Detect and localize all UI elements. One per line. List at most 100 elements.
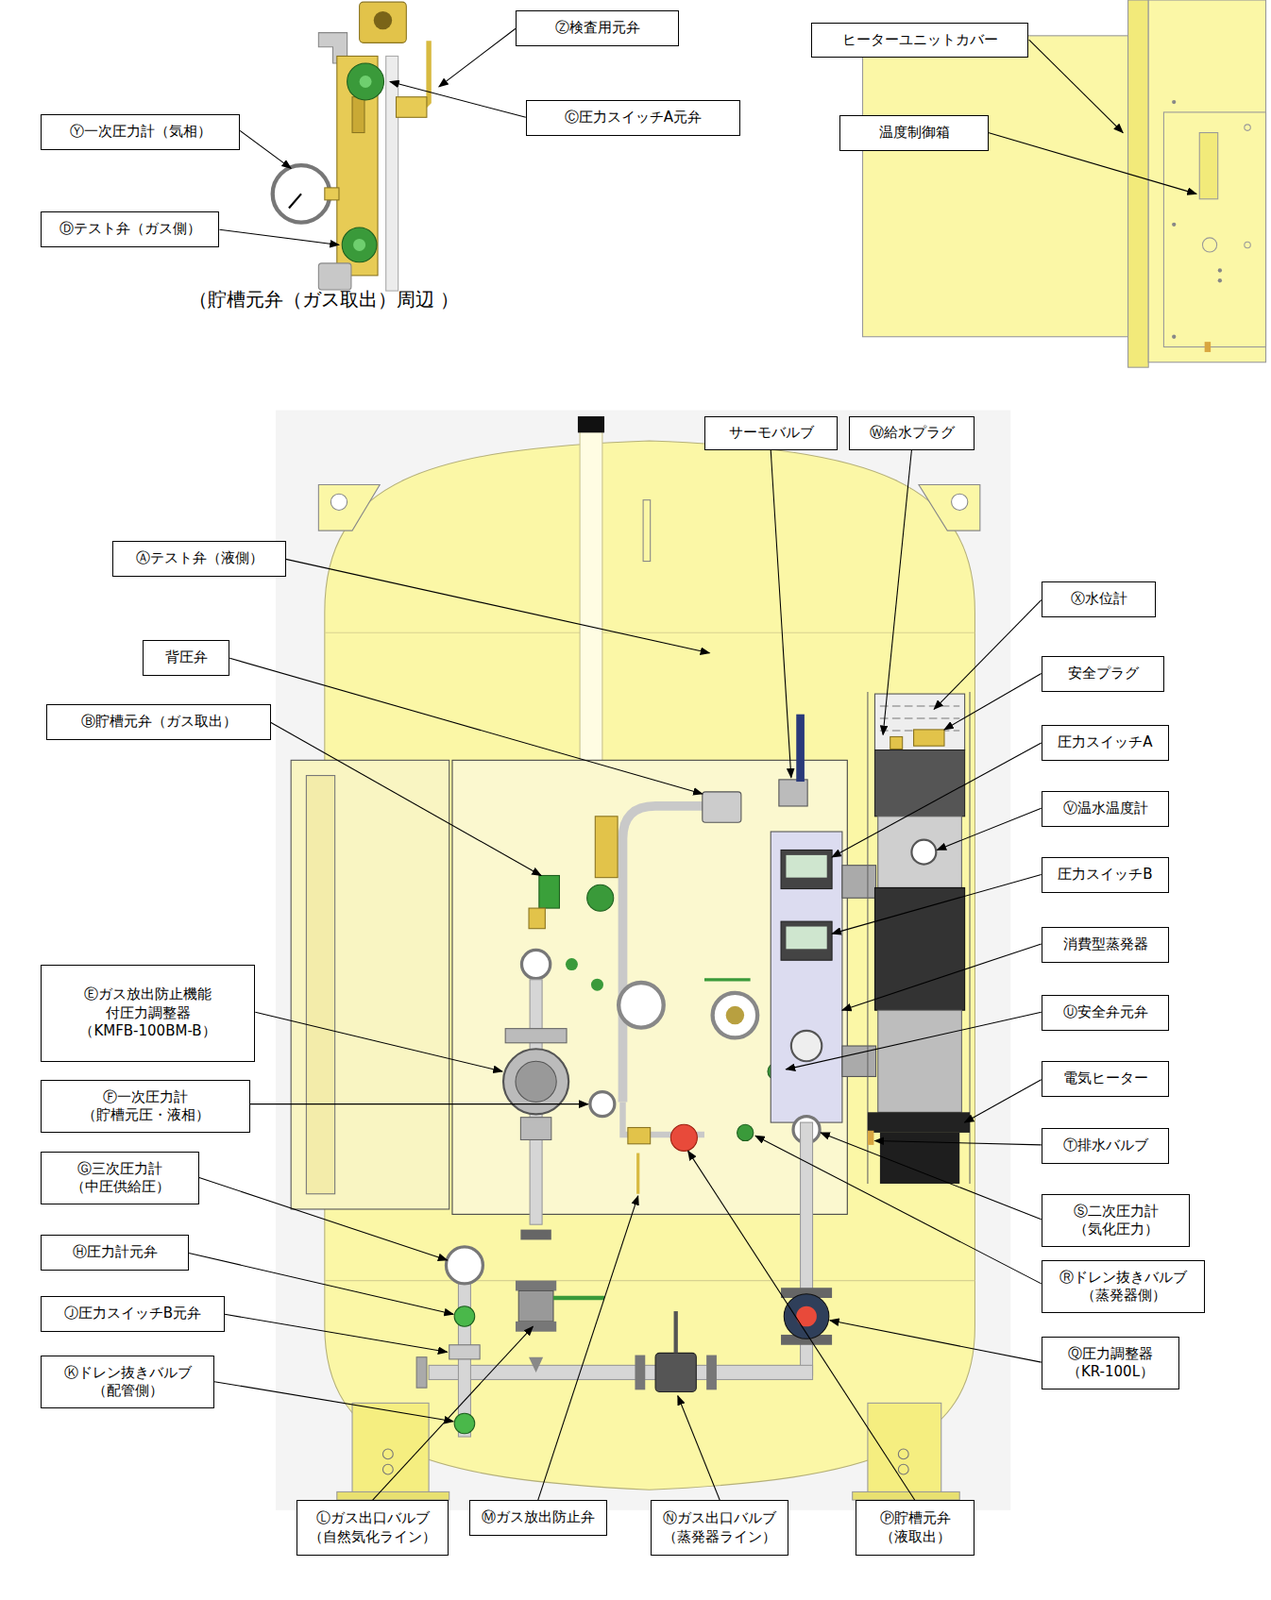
callout-box: 電気ヒーター <box>1041 1061 1170 1098</box>
callout-box: Ⓗ圧力計元弁 <box>40 1235 189 1271</box>
callout-box: Ⓑ貯槽元弁（ガス取出） <box>46 704 272 741</box>
callout-box: Ⓝガス出口バルブ （蒸発器ライン） <box>650 1500 789 1557</box>
callout-box: 背圧弁 <box>142 640 230 677</box>
heater-cover-part <box>1244 241 1251 248</box>
leader-lines-part <box>755 1135 1042 1285</box>
callout-box: Ⓤ安全弁元弁 <box>1041 995 1170 1032</box>
leader-lines-part <box>874 1141 1041 1146</box>
control-cabinet-part <box>702 792 742 823</box>
evaporator-part <box>780 921 832 961</box>
leader-lines-part <box>944 673 1042 729</box>
valve-detail <box>272 1 429 291</box>
piping-part <box>515 1281 557 1292</box>
piping-part <box>796 1306 817 1328</box>
leader-lines-part <box>933 600 1042 711</box>
leader-lines-part <box>224 1314 448 1353</box>
leader-lines-part <box>239 130 291 169</box>
callout-box: Ⓒ圧力スイッチA元弁 <box>525 100 741 136</box>
callout-text: Ⓢ二次圧力計 （気化圧力） <box>1070 1203 1162 1240</box>
heater-column-part <box>867 1131 874 1146</box>
callout-text: Ⓜガス放出防止弁 <box>478 1508 598 1528</box>
callout-text: 温度制御箱 <box>876 123 953 143</box>
valve-detail-part <box>318 263 352 290</box>
callout-text: ヒーターユニットカバー <box>839 31 1001 51</box>
callout-text: Ⓩ検査用元弁 <box>552 18 644 38</box>
control-cabinet-part <box>779 779 808 807</box>
callout-text: Ⓖ三次圧力計 （中圧供給圧） <box>67 1160 173 1198</box>
leader-lines-part <box>785 1012 1041 1070</box>
leader-lines-part <box>538 1196 639 1501</box>
control-cabinet-part <box>670 1124 697 1152</box>
heater-column-part <box>890 736 903 749</box>
heater-cover-part <box>1148 0 1266 363</box>
heater-cover-part <box>1171 222 1176 227</box>
callout-box: サーモバルブ <box>704 416 838 451</box>
callout-text: 圧力スイッチB <box>1054 865 1156 885</box>
callout-text: Ⓔガス放出防止機能 付圧力調整器 （KMFB-100BM-B） <box>76 985 220 1042</box>
evaporator-part <box>785 855 827 879</box>
callout-box: Ⓣ排水バルブ <box>1041 1128 1170 1165</box>
tank-unit-part <box>951 493 968 510</box>
leader-lines-part <box>882 450 912 736</box>
heater-column-part <box>880 717 960 719</box>
callout-box: Ⓕ一次圧力計 （貯槽元圧・液相） <box>40 1080 251 1134</box>
callout-text: Ⓗ圧力計元弁 <box>69 1243 161 1263</box>
control-cabinet-part <box>587 884 614 912</box>
evaporator-part <box>780 849 832 889</box>
heater-cover-part <box>1171 335 1176 339</box>
callout-text: Ⓕ一次圧力計 （貯槽元圧・液相） <box>79 1088 213 1126</box>
evaporator <box>770 831 876 1144</box>
heater-column-part <box>874 694 965 750</box>
control-cabinet-part <box>636 1153 640 1195</box>
leader-lines-part <box>831 743 1042 858</box>
piping-part <box>520 1230 551 1241</box>
callout-box: Ⓦ給水プラグ <box>848 416 975 451</box>
piping-part <box>416 1357 427 1389</box>
callout-box: Ⓥ温水温度計 <box>1041 791 1170 828</box>
valve-detail-part <box>272 165 331 223</box>
callout-box: Ⓨ一次圧力計（気相） <box>40 114 240 151</box>
tank-unit-part <box>382 1449 393 1460</box>
control-cabinet-part <box>528 908 545 930</box>
control-cabinet-part <box>505 1029 567 1044</box>
evaporator-part <box>791 1031 822 1062</box>
valve-detail-part <box>353 238 366 252</box>
piping-part <box>449 1345 480 1360</box>
callout-text: Ⓡドレン抜きバルブ （蒸発器側） <box>1056 1269 1190 1306</box>
callout-text: Ⓑ貯槽元弁（ガス取出） <box>78 712 240 732</box>
callout-box: 圧力スイッチB <box>1041 857 1170 894</box>
leader-lines-part <box>688 1151 916 1501</box>
callout-box: Ⓜガス放出防止弁 <box>469 1500 608 1537</box>
control-cabinet-part <box>622 806 704 1102</box>
leader-lines-part <box>842 944 1042 1011</box>
callout-text: Ⓧ水位計 <box>1067 590 1131 610</box>
heater-column-part <box>880 706 960 708</box>
heater-cover-part <box>1199 133 1218 200</box>
callout-box: 安全プラグ <box>1041 656 1165 693</box>
leader-lines-part <box>219 229 339 245</box>
leader-lines-part <box>372 1326 534 1501</box>
heater-column-part <box>874 887 965 1011</box>
piping-part <box>515 1321 557 1333</box>
control-cabinet-part <box>565 958 578 971</box>
tank-unit-part <box>352 1403 429 1497</box>
leader-lines-part <box>820 1133 1041 1221</box>
callout-text: 背圧弁 <box>162 648 211 668</box>
valve-detail-part <box>359 1 407 43</box>
tank-unit-part <box>898 1464 909 1475</box>
leader-lines-part <box>439 28 516 87</box>
heater-cover-part <box>1171 100 1176 104</box>
callout-text: サーモバルブ <box>726 423 817 443</box>
piping-part <box>634 1355 645 1391</box>
heater-column-part <box>880 1133 960 1185</box>
control-cabinet-part <box>712 993 759 1039</box>
leader-lines-part <box>936 808 1041 850</box>
leader-lines-part <box>965 1080 1042 1123</box>
control-cabinet-part <box>726 1006 745 1025</box>
callout-box: Ⓐテスト弁（液側） <box>112 541 287 577</box>
leader-lines-part <box>1029 39 1123 133</box>
callout-box: Ⓖ三次圧力計 （中圧供給圧） <box>40 1152 200 1205</box>
piping-part <box>518 1290 554 1322</box>
tank-unit-part <box>867 1403 942 1497</box>
